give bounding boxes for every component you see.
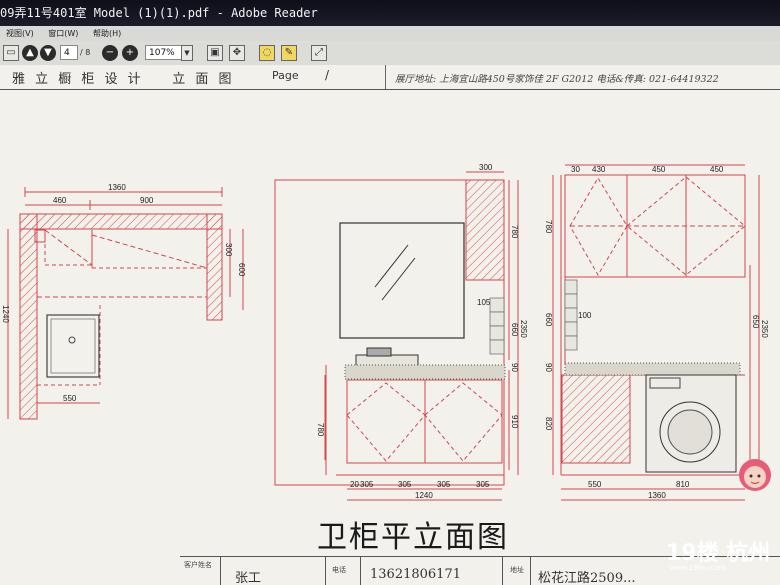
dim-plan-top-total: 1360 [108,183,126,192]
print-icon[interactable]: ▭ [3,45,19,61]
site-watermark: 19楼 杭州 www.19lou.com [666,541,771,572]
dim-plan-left: 1240 [1,305,10,323]
dim-plan-right-b: 600 [237,263,246,277]
phone-value: 13621806171 [370,567,461,582]
address-label: 地址 [510,566,524,574]
customer-label: 客户姓名 [184,561,212,569]
dim-right-780: 780 [544,220,553,234]
dim-plan-top-b: 900 [140,196,154,205]
dim-right-t3: 450 [710,165,724,174]
menu-bar: 视图(V) 窗口(W) 帮助(H) [0,26,780,41]
dim-plan-top-a: 460 [53,196,67,205]
elevation-view-1 [274,171,519,501]
page-label: Page [272,69,299,82]
dim-mid-910: 910 [510,415,519,429]
dim-right-2350: 2350 [760,320,769,338]
dim-mid-b3: 305 [437,480,451,489]
sheet-header: 雅 立 橱 柜 设 计 立 面 图 Page / 展厅地址: 上海宜山路450号… [0,65,780,90]
zoom-level-input[interactable]: 107% [145,45,182,60]
dim-mid-low-780: 780 [316,423,325,437]
showroom-address: 展厅地址: 上海宜山路450号家饰佳 2F G2012 电话&传真: 021-6… [395,74,719,85]
next-page-button[interactable]: ▼ [40,45,56,61]
fit-page-icon[interactable]: ▣ [207,45,223,61]
mirror [339,222,465,339]
dim-mid-90: 90 [510,363,519,372]
full-screen-icon[interactable]: ⤢ [311,45,327,61]
toolbar: ▭ ▲ ▼ 4 / 8 − + 107% ▼ ▣ ✥ ◌ ✎ ⤢ [0,41,780,66]
info-table: 客户姓名 张工 电话 13621806171 地址 松花江路2509... [180,556,780,585]
menu-item-view[interactable]: 视图(V) [6,29,34,38]
zoom-out-button[interactable]: − [102,45,118,61]
dim-plan-right-a: 300 [224,243,233,257]
dim-mid-105: 105 [477,298,491,307]
dim-right-90: 90 [544,363,553,372]
sheet-title: 雅 立 橱 柜 设 计 立 面 图 [12,72,235,87]
phone-label: 电话 [332,566,346,574]
dim-right-660: 660 [544,313,553,327]
address-value: 松花江路2509... [538,571,636,585]
fit-width-icon[interactable]: ✥ [229,45,245,61]
dim-mid-b4: 305 [476,480,490,489]
zoom-dropdown-icon[interactable]: ▼ [181,45,193,61]
window-title-bar: 09弄11号401室 Model (1)(1).pdf - Adobe Read… [0,0,780,26]
dim-mid-780: 780 [510,225,519,239]
dim-mid-top: 300 [479,163,493,172]
elevation-view-2 [552,164,760,501]
page-total-label: / 8 [80,48,91,57]
dim-mid-2350: 2350 [519,320,528,338]
window-title: 09弄11号401室 Model (1)(1).pdf - Adobe Read… [0,6,318,20]
previous-page-button[interactable]: ▲ [22,45,38,61]
page-number-input[interactable]: 4 [60,45,78,60]
page-slash: / [325,68,330,82]
dim-right-820: 820 [544,417,553,431]
dim-mid-b1: 305 [360,480,374,489]
header-divider [385,65,386,89]
menu-item-help[interactable]: 帮助(H) [92,29,122,38]
dim-mid-660: 660 [510,323,519,337]
dim-right-t2: 450 [652,165,666,174]
cad-drawing: 1360 460 900 300 600 1240 550 [1,163,769,501]
sink-basin [46,314,100,378]
mascot-icon [739,459,771,491]
document-page: 雅 立 橱 柜 设 计 立 面 图 Page / 展厅地址: 上海宜山路450号… [0,65,780,585]
sign-icon[interactable]: ✎ [281,45,297,61]
dim-right-b1: 810 [676,480,690,489]
dim-right-b0: 550 [588,480,602,489]
dim-mid-total: 1240 [415,491,433,500]
customer-value: 张工 [235,571,262,585]
dim-right-t1: 430 [592,165,606,174]
plan-view [7,187,244,420]
dim-right-650: 650 [751,315,760,329]
zoom-in-button[interactable]: + [122,45,138,61]
dim-mid-b0: 20 [350,480,359,489]
dim-mid-b2: 305 [398,480,412,489]
comment-icon[interactable]: ◌ [259,45,275,61]
dim-right-t0: 30 [571,165,580,174]
drawing-title: 卫柜平立面图 [317,520,509,555]
dim-plan-bottom: 550 [63,394,77,403]
dim-right-100: 100 [578,311,592,320]
dim-right-total: 1360 [648,491,666,500]
menu-item-window[interactable]: 窗口(W) [48,29,79,38]
